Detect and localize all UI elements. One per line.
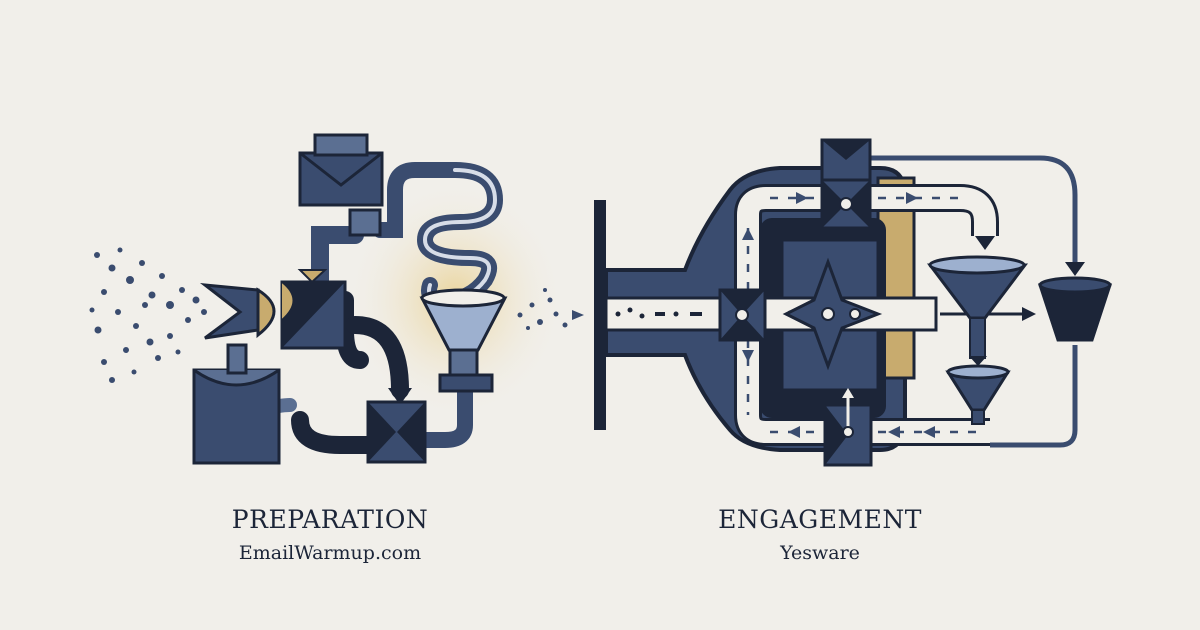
funnel-icon <box>1037 276 1113 342</box>
envelope-icon <box>298 133 384 237</box>
star-rotor <box>782 257 883 371</box>
preparation-caption: PREPARATION EmailWarmup.com <box>170 505 490 567</box>
wall-plate <box>594 200 606 430</box>
intake-nozzle <box>199 283 276 340</box>
engagement-subtitle: Yesware <box>780 542 860 564</box>
valve-icon <box>718 288 767 342</box>
funnel-icon <box>926 255 1029 366</box>
valve-icon <box>823 388 873 467</box>
preparation-title: PREPARATION <box>231 505 429 534</box>
engagement-title: ENGAGEMENT <box>718 505 922 534</box>
particles-icon <box>89 247 207 383</box>
funnel-icon <box>419 288 508 393</box>
valve-icon <box>280 269 347 350</box>
outflow-particles <box>517 288 584 330</box>
pipes <box>253 162 473 454</box>
return-pipe <box>865 155 1078 448</box>
storage-tank <box>192 343 281 465</box>
preparation-machine <box>89 133 584 465</box>
funnel-icon <box>945 364 1011 425</box>
valve-icon <box>820 138 872 230</box>
switch-box <box>366 400 427 464</box>
engagement-machine <box>594 138 1113 467</box>
preparation-subtitle: EmailWarmup.com <box>238 542 422 564</box>
engagement-caption: ENGAGEMENT Yesware <box>660 505 980 567</box>
